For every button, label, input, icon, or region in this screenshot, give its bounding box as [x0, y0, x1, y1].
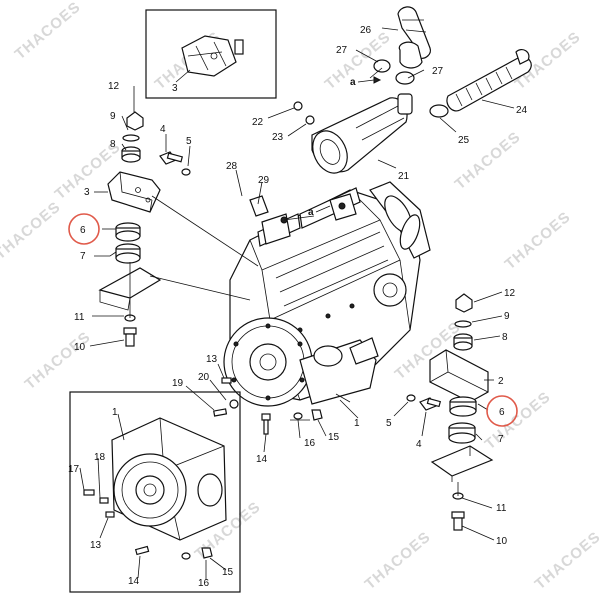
- callout-9-left: 9: [110, 111, 116, 122]
- callout-4-right: 4: [416, 439, 422, 450]
- callout-14-center: 14: [256, 454, 268, 465]
- callout-20: 20: [198, 372, 210, 383]
- callout-16-center: 16: [304, 438, 316, 449]
- callout-6-left: 6: [80, 225, 86, 236]
- inset-bracket-box: [145, 9, 277, 99]
- callout-27-right: 27: [432, 66, 444, 77]
- callout-27-left: 27: [336, 45, 348, 56]
- callout-7-left: 7: [80, 251, 86, 262]
- callout-3-top: 3: [172, 83, 178, 94]
- callout-29: 29: [258, 175, 270, 186]
- watermark-text: THACOES: [532, 528, 600, 593]
- left-bolts: [159, 151, 191, 176]
- callout-21: 21: [398, 171, 410, 182]
- callout-22: 22: [252, 117, 264, 128]
- callout-15-inset: 15: [222, 567, 234, 578]
- ref-a-engine: a: [308, 207, 314, 218]
- callout-23: 23: [272, 132, 284, 143]
- right-mount-stack: [429, 293, 494, 531]
- inset-flywheel-box: [69, 391, 241, 593]
- callout-24: 24: [516, 105, 528, 116]
- highlight-callout-6-right: [486, 395, 518, 427]
- highlight-callout-6-left: [68, 213, 100, 245]
- callout-6-right: 6: [499, 407, 505, 418]
- reference-arrows: [315, 76, 382, 213]
- callout-3-left: 3: [84, 187, 90, 198]
- callout-5-right: 5: [386, 418, 392, 429]
- callout-4-left: 4: [160, 124, 166, 135]
- callout-2: 2: [498, 376, 504, 387]
- callout-28: 28: [226, 161, 238, 172]
- callout-1-inset: 1: [112, 407, 118, 418]
- engine-block: [223, 181, 431, 407]
- watermark-text: THACOES: [482, 388, 554, 453]
- callout-16-inset: 16: [198, 578, 210, 589]
- callout-18: 18: [94, 452, 106, 463]
- watermark-text: THACOES: [0, 198, 64, 263]
- callout-26: 26: [360, 25, 372, 36]
- callout-10-left: 10: [74, 342, 86, 353]
- watermark-text: THACOES: [12, 0, 84, 63]
- callout-10-right: 10: [496, 536, 508, 547]
- callout-17: 17: [68, 464, 80, 475]
- callout-1-engine: 1: [354, 418, 360, 429]
- callout-25: 25: [458, 135, 470, 146]
- highlight-circles: [68, 213, 518, 427]
- callout-12-right: 12: [504, 288, 516, 299]
- ref-a-top: a: [350, 77, 356, 88]
- callout-9-right: 9: [504, 311, 510, 322]
- callout-11-right: 11: [496, 503, 507, 514]
- callout-11-left: 11: [74, 312, 85, 323]
- center-small-parts: [213, 377, 323, 435]
- callout-labels: 3 26 27 27 a 24 25 21 22 23 28 29 a 12 9…: [68, 25, 528, 589]
- callout-13-center: 13: [206, 354, 218, 365]
- left-mount-stack: [98, 111, 162, 347]
- callout-12-left: 12: [108, 81, 120, 92]
- callout-8-left: 8: [110, 139, 116, 150]
- callout-19: 19: [172, 378, 184, 389]
- watermark-text: THACOES: [502, 208, 574, 273]
- callout-15-center: 15: [328, 432, 340, 443]
- callout-14-inset: 14: [128, 576, 140, 587]
- callout-8-right: 8: [502, 332, 508, 343]
- callout-13-inset: 13: [90, 540, 102, 551]
- air-intake-assembly: [293, 6, 532, 174]
- callout-7-right: 7: [498, 434, 504, 445]
- callout-5-left: 5: [186, 136, 192, 147]
- right-bolts: [406, 394, 442, 411]
- watermark-text: THACOES: [22, 328, 94, 393]
- watermark-text: THACOES: [362, 528, 434, 593]
